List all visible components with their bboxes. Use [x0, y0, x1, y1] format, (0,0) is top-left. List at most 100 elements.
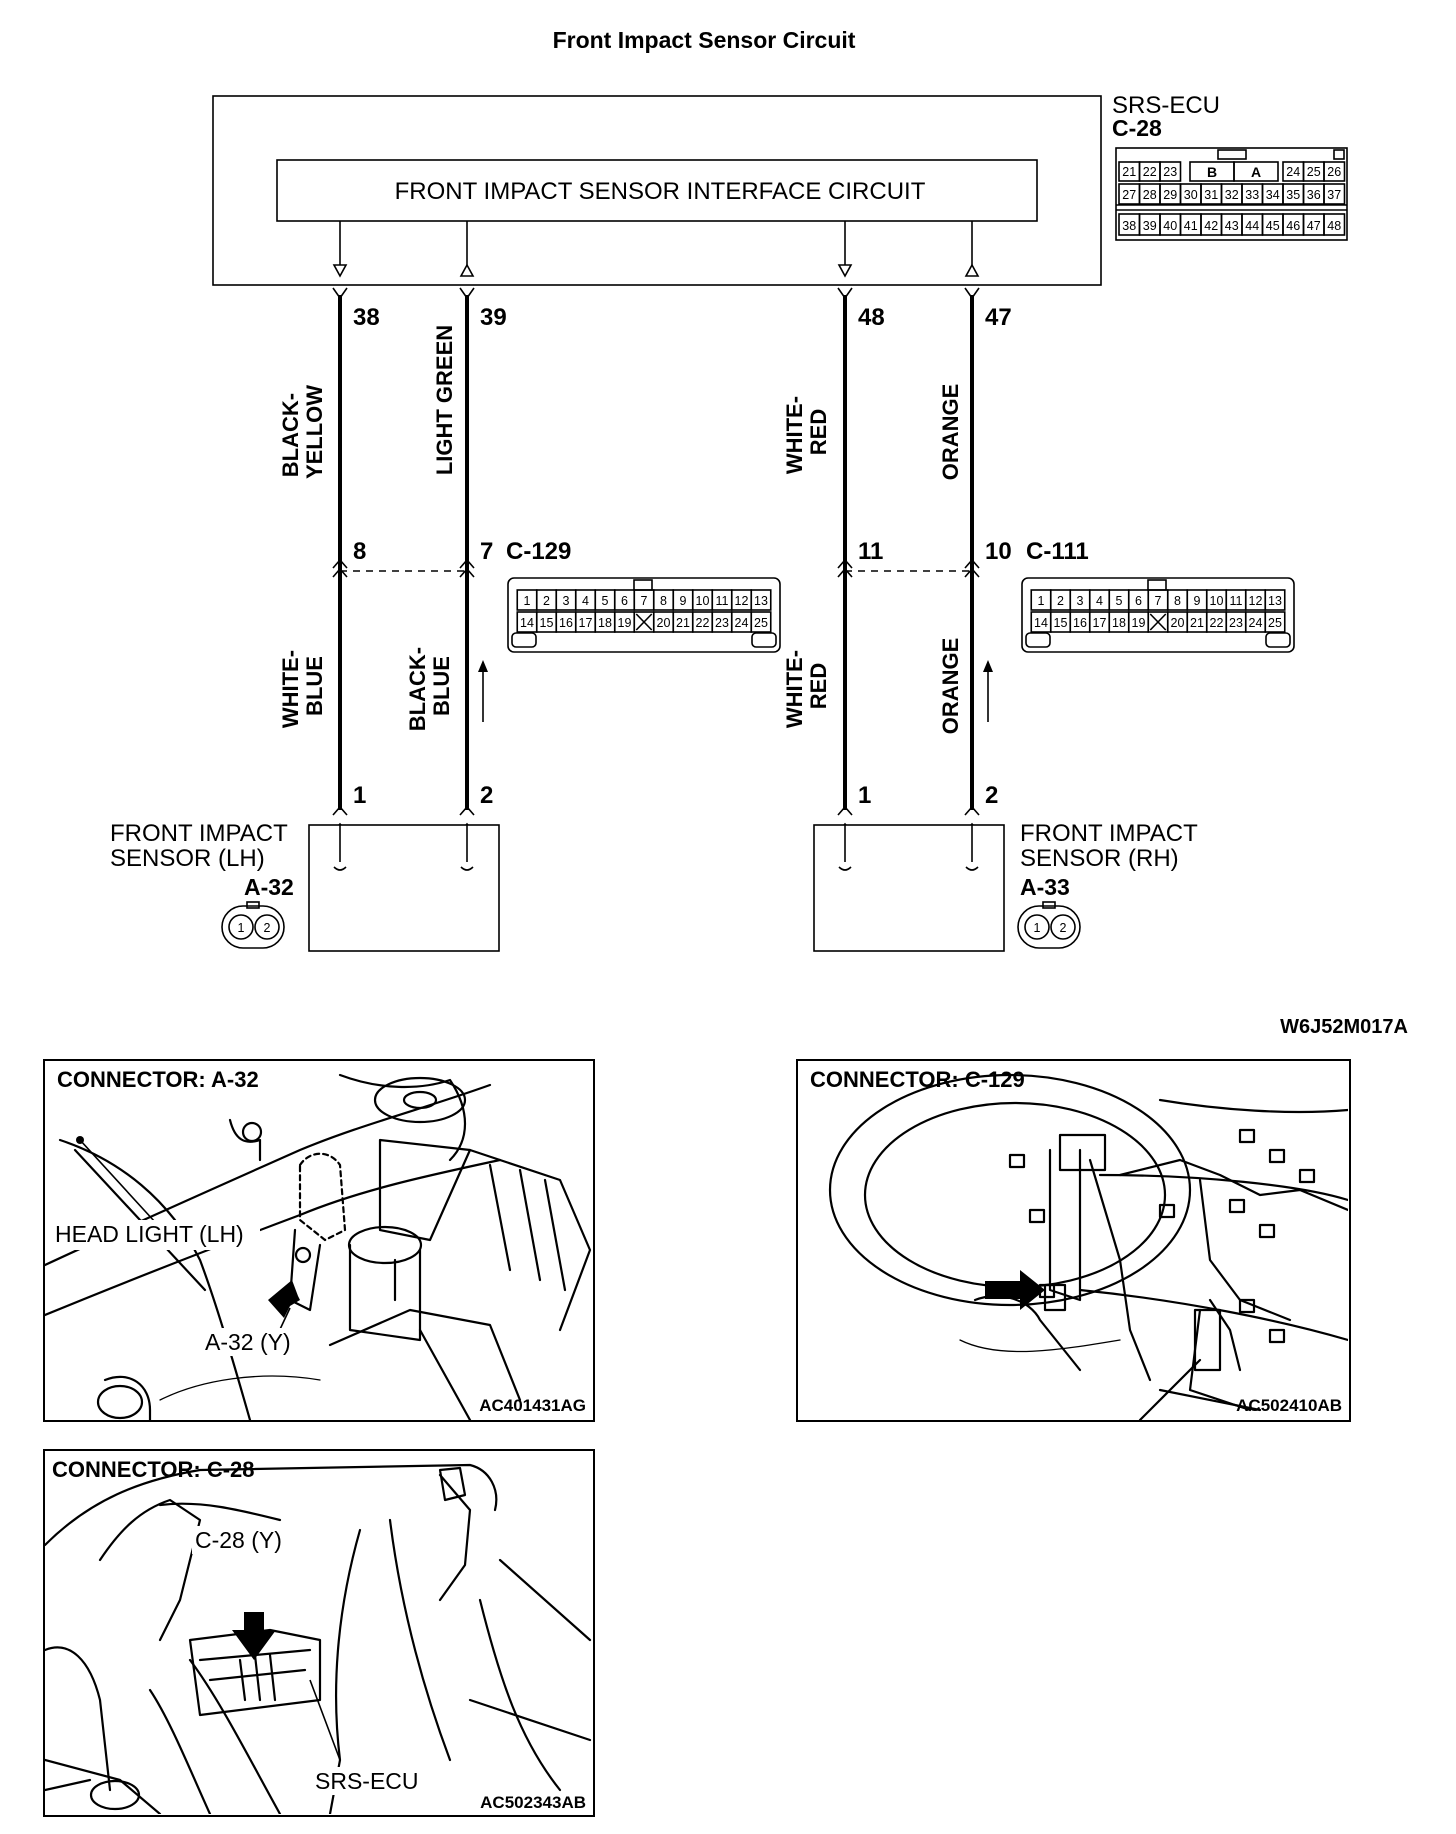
svg-text:17: 17: [579, 616, 593, 630]
ecu-pin-38: 38: [353, 304, 380, 331]
svg-text:17: 17: [1093, 616, 1107, 630]
c129-connector-id: C-129: [506, 538, 571, 565]
svg-text:42: 42: [1204, 219, 1218, 233]
svg-text:22: 22: [696, 616, 710, 630]
svg-text:1: 1: [238, 921, 245, 935]
svg-text:25: 25: [1268, 616, 1282, 630]
ecu-name: SRS-ECU: [1112, 92, 1220, 119]
svg-text:24: 24: [1286, 165, 1300, 179]
svg-text:25: 25: [1307, 165, 1321, 179]
svg-text:31: 31: [1204, 188, 1218, 202]
svg-text:39: 39: [1143, 219, 1157, 233]
c28-photo-code: AC502343AB: [480, 1793, 586, 1812]
svg-text:4: 4: [582, 594, 589, 608]
svg-text:6: 6: [1135, 594, 1142, 608]
svg-text:27: 27: [1122, 188, 1136, 202]
wire-harness: [332, 287, 993, 833]
rh-sensor-name-line2: SENSOR (RH): [1020, 845, 1179, 872]
svg-text:2: 2: [264, 921, 271, 935]
svg-text:5: 5: [1116, 594, 1123, 608]
svg-text:5: 5: [602, 594, 609, 608]
interface-circuit-label: FRONT IMPACT SENSOR INTERFACE CIRCUIT: [395, 178, 926, 205]
svg-text:24: 24: [1249, 616, 1263, 630]
svg-text:2: 2: [1060, 921, 1067, 935]
svg-text:37: 37: [1327, 188, 1341, 202]
svg-text:30: 30: [1184, 188, 1198, 202]
photo-connector-c129: CONNECTOR: C-129 AC502410AB: [796, 1059, 1351, 1422]
svg-text:19: 19: [1132, 616, 1146, 630]
junction-pin-11: 11: [858, 538, 883, 565]
svg-text:8: 8: [1174, 594, 1181, 608]
svg-text:10: 10: [1210, 594, 1224, 608]
c129-location-arrow: [985, 1270, 1045, 1310]
rh-sensor-connector-id: A-33: [1020, 874, 1070, 900]
c28-cavity-23: 23: [1159, 161, 1182, 182]
wire-color-orange-upper: ORANGE: [938, 384, 963, 481]
c28-photo-label-connector: C-28 (Y): [195, 1527, 282, 1553]
svg-text:21: 21: [1122, 165, 1136, 179]
ecu-pin-47: 47: [985, 304, 1012, 331]
svg-text:14: 14: [1034, 616, 1048, 630]
c28-cavity-A: A: [1233, 161, 1279, 182]
svg-text:8: 8: [660, 594, 667, 608]
a33-connector-face: 1 2: [1017, 901, 1081, 949]
svg-text:9: 9: [1194, 594, 1201, 608]
svg-text:A: A: [1251, 164, 1261, 180]
svg-text:2: 2: [543, 594, 550, 608]
a32-photo-label-connector: A-32 (Y): [205, 1329, 291, 1355]
rh-sensor-pin-2: 2: [985, 782, 998, 809]
rh-sensor-name-line1: FRONT IMPACT: [1020, 820, 1198, 847]
lh-sensor-connector-id: A-32: [244, 874, 294, 900]
svg-text:13: 13: [1268, 594, 1282, 608]
wire-color-light-green: LIGHT GREEN: [432, 325, 457, 475]
c129-photo-code: AC502410AB: [1236, 1396, 1342, 1415]
svg-text:9: 9: [680, 594, 687, 608]
ecu-pin-39: 39: [480, 304, 507, 331]
svg-text:44: 44: [1245, 219, 1259, 233]
c28-photo-heading: CONNECTOR: C-28: [52, 1457, 255, 1482]
svg-text:11: 11: [1230, 594, 1243, 608]
svg-text:12: 12: [1249, 594, 1263, 608]
svg-text:6: 6: [621, 594, 628, 608]
wire-color-white-blue: WHITE- BLUE: [278, 644, 327, 728]
front-impact-sensor-lh: [308, 824, 500, 952]
svg-text:24: 24: [735, 616, 749, 630]
svg-text:18: 18: [1112, 616, 1126, 630]
svg-text:3: 3: [563, 594, 570, 608]
svg-text:14: 14: [520, 616, 534, 630]
svg-text:16: 16: [1073, 616, 1087, 630]
svg-text:20: 20: [657, 616, 671, 630]
junction-pin-7: 7: [480, 538, 493, 565]
lh-sensor-pin-2: 2: [480, 782, 493, 809]
svg-text:25: 25: [754, 616, 768, 630]
svg-text:1: 1: [524, 594, 531, 608]
c129-face-cavity-25: 25: [750, 611, 772, 633]
a32-connector-face: 1 2: [221, 901, 285, 949]
c28-cavity-37: 37: [1323, 183, 1346, 205]
c111-face-cavity-25: 25: [1264, 611, 1286, 633]
svg-text:7: 7: [1155, 594, 1162, 608]
svg-text:22: 22: [1143, 165, 1157, 179]
svg-text:20: 20: [1171, 616, 1185, 630]
svg-text:11: 11: [716, 594, 729, 608]
svg-text:1: 1: [1038, 594, 1045, 608]
diagram-title: Front Impact Sensor Circuit: [553, 27, 856, 53]
lh-sensor-name-line2: SENSOR (LH): [110, 845, 265, 872]
wire-color-black-yellow: BLACK- YELLOW: [278, 385, 327, 479]
a32-photo-heading: CONNECTOR: A-32: [57, 1067, 259, 1092]
ecu-pin-48: 48: [858, 304, 885, 331]
svg-text:B: B: [1207, 164, 1217, 180]
svg-text:35: 35: [1286, 188, 1300, 202]
svg-text:19: 19: [618, 616, 632, 630]
svg-text:16: 16: [559, 616, 573, 630]
c28-location-arrow: [232, 1612, 276, 1660]
svg-text:34: 34: [1266, 188, 1280, 202]
svg-text:40: 40: [1163, 219, 1177, 233]
svg-text:46: 46: [1286, 219, 1300, 233]
svg-text:12: 12: [735, 594, 749, 608]
srs-ecu: FRONT IMPACT SENSOR INTERFACE CIRCUIT: [212, 95, 1102, 286]
svg-text:45: 45: [1266, 219, 1280, 233]
svg-text:21: 21: [1190, 616, 1204, 630]
signal-direction-arrows: [478, 660, 993, 722]
